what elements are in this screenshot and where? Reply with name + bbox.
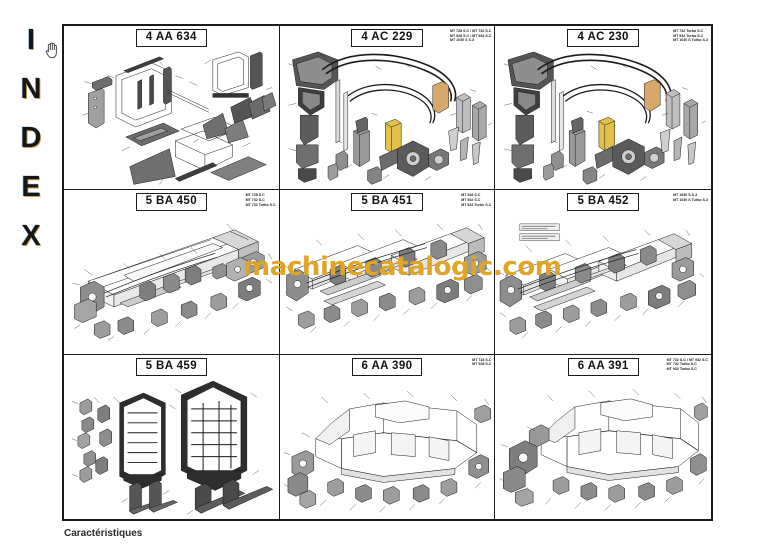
cell-spec-list: MT 928 S.C MT 932 S.C MT 932 Turbo S.C [461, 193, 491, 207]
cell-code-badge[interactable]: 4 AA 634 [135, 29, 207, 47]
catalog-cell-6-aa-390[interactable]: 6 AA 390 MT 728 S.C MT 928 S.C [279, 354, 496, 519]
cell-spec-list: MT 728 S.C / MT 732 S.C MT 928 S.C / MT … [450, 29, 491, 43]
catalog-cell-5-ba-459[interactable]: 5 BA 459 [64, 354, 280, 519]
cell-header: 4 AC 230 [495, 29, 711, 51]
cell-spec-list: MT 1030 S S.3 MT 1030 S Turbo S.3 [673, 193, 708, 202]
cell-header: 5 BA 450 [64, 193, 279, 215]
cell-code-badge[interactable]: 4 AC 229 [351, 29, 423, 47]
drawing-forks-carriage-frame-assembly [64, 46, 279, 189]
index-letter-4: E [21, 171, 41, 203]
catalog-sheet: 4 AA 634 [62, 24, 713, 521]
cell-spec-line: MT 728 S.C / MT 732 S.C [449, 29, 492, 33]
index-letter-5: X [21, 220, 41, 252]
cell-spec-line: MT 932 Turbo S.C [673, 33, 704, 38]
cell-spec-line: MT 1030 S S.3 [449, 38, 474, 43]
catalog-cell-5-ba-450[interactable]: 5 BA 450 MT 728 S.C MT 732 S.C MT 732 Tu… [64, 190, 280, 355]
catalog-cell-5-ba-452[interactable]: 5 BA 452 MT 1030 S S.3 MT 1030 S Turbo S… [495, 190, 711, 355]
catalog-grid: 4 AA 634 [64, 26, 711, 519]
cell-header: 4 AC 229 [280, 29, 495, 51]
cell-spec-list: MT 728 S.C MT 732 S.C MT 732 Turbo S.C [246, 193, 276, 207]
cell-spec-line: MT 928 S.C / MT 932 S.C [449, 33, 492, 38]
cell-code-badge[interactable]: 4 AC 230 [567, 29, 639, 47]
catalog-cell-6-aa-391[interactable]: 6 AA 391 MT 732 S.C / MT 932 S.C MT 732 … [495, 354, 711, 519]
cell-header: 5 BA 451 [280, 193, 495, 215]
cell-spec-line: MT 932 Turbo S.C [461, 202, 492, 207]
cell-spec-line: MT 928 S.C [472, 362, 492, 367]
cell-spec-list: MT 732 S.C / MT 932 S.C MT 732 Turbo S.C… [667, 358, 708, 372]
drawing-telescopic-boom-assembly-928 [280, 210, 495, 353]
cell-header: 5 BA 459 [64, 357, 279, 380]
cell-spec-line: MT 728 S.C [472, 357, 492, 362]
drawing-chassis-frame-assembly-390 [280, 375, 495, 519]
cell-spec-line: MT 932 S.C [461, 197, 481, 202]
cell-spec-line: MT 932 Turbo S.C [666, 366, 697, 371]
cell-spec-line: MT 928 S.C [461, 193, 481, 198]
catalog-cell-4-ac-230[interactable]: 4 AC 230 MT 732 Turbo S.C MT 932 Turbo S… [495, 26, 711, 191]
index-rail[interactable]: I N D E X [14, 26, 48, 316]
cell-code-badge[interactable]: 5 BA 450 [135, 193, 207, 212]
cell-spec-line: MT 1030 S Turbo S.3 [673, 38, 708, 43]
cell-code-badge[interactable]: 5 BA 459 [135, 357, 207, 376]
cell-spec-line: MT 732 S.C [245, 197, 265, 202]
index-letter-1: I [26, 24, 36, 56]
cell-header: 6 AA 390 [280, 357, 495, 380]
footer-caption: Caractéristiques [64, 528, 143, 539]
cell-spec-list: MT 732 Turbo S.C MT 932 Turbo S.C MT 103… [673, 29, 708, 43]
cell-code-badge[interactable]: 5 BA 451 [351, 193, 423, 212]
index-letter-2: N [20, 73, 42, 105]
cell-spec-line: MT 1030 S S.3 [673, 193, 698, 198]
cell-spec-line: MT 732 Turbo S.C [666, 362, 697, 367]
cell-code-badge[interactable]: 6 AA 390 [351, 357, 423, 376]
drawing-chassis-frame-assembly-391 [495, 375, 711, 519]
cell-code-badge[interactable]: 5 BA 452 [567, 193, 639, 212]
cell-spec-line: MT 732 S.C / MT 932 S.C [666, 357, 708, 362]
cell-spec-line: MT 732 Turbo S.C [245, 202, 276, 207]
cell-spec-line: MT 732 Turbo S.C [673, 29, 704, 33]
drawing-telescopic-boom-assembly-1030 [495, 210, 711, 353]
cell-spec-line: MT 728 S.C [245, 193, 265, 198]
cell-header: 6 AA 391 [495, 357, 711, 380]
catalog-cell-5-ba-451[interactable]: 5 BA 451 MT 928 S.C MT 932 S.C MT 932 Tu… [279, 190, 496, 355]
drawing-fork-carriage-tines-assembly [64, 375, 279, 519]
cell-header: 4 AA 634 [64, 29, 279, 51]
hand-cursor-icon [44, 41, 60, 59]
cell-code-badge[interactable]: 6 AA 391 [567, 357, 639, 376]
drawing-telescopic-boom-assembly-728 [64, 210, 279, 353]
drawing-engine-hydraulic-circuit-assembly [280, 46, 495, 189]
cell-header: 5 BA 452 [495, 193, 711, 215]
catalog-cell-4-aa-634[interactable]: 4 AA 634 [64, 26, 280, 191]
catalog-cell-4-ac-229[interactable]: 4 AC 229 MT 728 S.C / MT 732 S.C MT 928 … [279, 26, 496, 191]
cell-spec-list: MT 728 S.C MT 928 S.C [472, 358, 491, 367]
drawing-engine-hydraulic-circuit-turbo-assembly [495, 46, 711, 189]
cell-spec-line: MT 1030 S Turbo S.3 [673, 197, 708, 202]
index-letter-3: D [20, 122, 42, 154]
